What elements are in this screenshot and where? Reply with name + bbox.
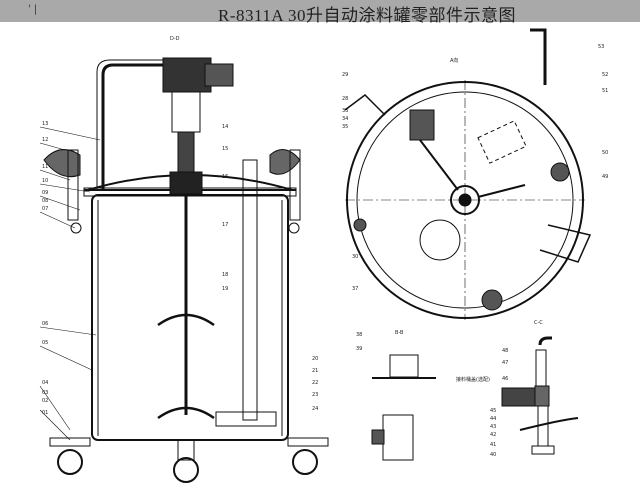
title-bar: ' | R-8311A 30升自动涂料罐零部件示意图 bbox=[0, 0, 640, 25]
part-number-label: 52 bbox=[602, 72, 608, 78]
tank-top-view bbox=[344, 28, 592, 320]
tank-side-view bbox=[43, 57, 329, 483]
part-number-label: 08 bbox=[42, 198, 48, 204]
part-number-label: 接料桶盖(选配) bbox=[456, 376, 490, 383]
part-number-label: 15 bbox=[222, 146, 228, 152]
part-number-label: 40 bbox=[490, 452, 496, 458]
part-number-label: 06 bbox=[42, 321, 48, 327]
drawing-title: R-8311A 30升自动涂料罐零部件示意图 bbox=[218, 6, 516, 25]
detail-b bbox=[371, 354, 436, 461]
part-number-label: 04 bbox=[42, 380, 48, 386]
part-number-label: 48 bbox=[502, 348, 508, 354]
part-number-label: 19 bbox=[222, 286, 228, 292]
detail-c bbox=[501, 336, 579, 455]
part-number-label: 10 bbox=[42, 178, 48, 184]
detail-b-labels: B-B 38 39 bbox=[356, 330, 404, 352]
part-number-label: 16 bbox=[222, 174, 228, 180]
part-number-label: 24 bbox=[312, 406, 318, 412]
part-number-label: 45 bbox=[490, 408, 496, 414]
part-number-label: 01 bbox=[42, 410, 48, 416]
part-number-label: A向 bbox=[450, 57, 458, 64]
left-labels: 13 12 11 10 09 08 07 06 05 04 03 02 01 D-D 14 1… bbox=[42, 36, 318, 416]
part-number-label: 51 bbox=[602, 88, 608, 94]
part-number-label: 22 bbox=[312, 380, 318, 386]
part-number-label: 46 bbox=[502, 376, 508, 382]
part-number-label: 12 bbox=[42, 137, 48, 143]
part-number-label: 30 bbox=[352, 254, 358, 260]
part-number-label: 17 bbox=[222, 222, 228, 228]
part-number-label: 34 bbox=[342, 116, 348, 122]
part-number-label: B-B bbox=[395, 330, 404, 336]
part-number-label: 20 bbox=[312, 356, 318, 362]
part-number-label: 13 bbox=[42, 121, 48, 127]
part-number-label: 03 bbox=[42, 390, 48, 396]
part-number-label: 43 bbox=[490, 424, 496, 430]
part-number-label: 49 bbox=[602, 174, 608, 180]
part-number-label: 38 bbox=[356, 332, 362, 338]
part-number-label: 21 bbox=[312, 368, 318, 374]
part-number-label: 33 bbox=[342, 108, 348, 114]
detail-c-labels: C-C 48 47 46 45 44 43 42 41 40 接料桶盖(选配) bbox=[456, 320, 543, 458]
part-number-label: 28 bbox=[342, 96, 348, 102]
part-number-label: D-D bbox=[170, 36, 180, 42]
part-number-label: C-C bbox=[534, 320, 543, 326]
part-number-label: 02 bbox=[42, 398, 48, 404]
part-number-label: 29 bbox=[342, 72, 348, 78]
part-number-label: 47 bbox=[502, 360, 508, 366]
part-number-label: 39 bbox=[356, 346, 362, 352]
part-number-label: 50 bbox=[602, 150, 608, 156]
left-leaders bbox=[39, 126, 101, 441]
part-number-label: 07 bbox=[42, 206, 48, 212]
part-number-label: 09 bbox=[42, 190, 48, 196]
top-view-labels: A向 29 28 33 34 35 30 37 53 52 51 50 49 bbox=[342, 44, 608, 292]
part-number-label: 42 bbox=[490, 432, 496, 438]
part-number-label: 41 bbox=[490, 442, 496, 448]
part-number-label: 14 bbox=[222, 124, 228, 130]
part-number-label: 23 bbox=[312, 392, 318, 398]
part-number-label: 35 bbox=[342, 124, 348, 130]
title-mark: ' | bbox=[28, 4, 38, 15]
part-number-label: 11 bbox=[42, 164, 48, 170]
part-number-label: 37 bbox=[352, 286, 358, 292]
part-number-label: 05 bbox=[42, 340, 48, 346]
part-number-label: 44 bbox=[490, 416, 496, 422]
part-number-label: 18 bbox=[222, 272, 228, 278]
part-number-label: 53 bbox=[598, 44, 604, 50]
